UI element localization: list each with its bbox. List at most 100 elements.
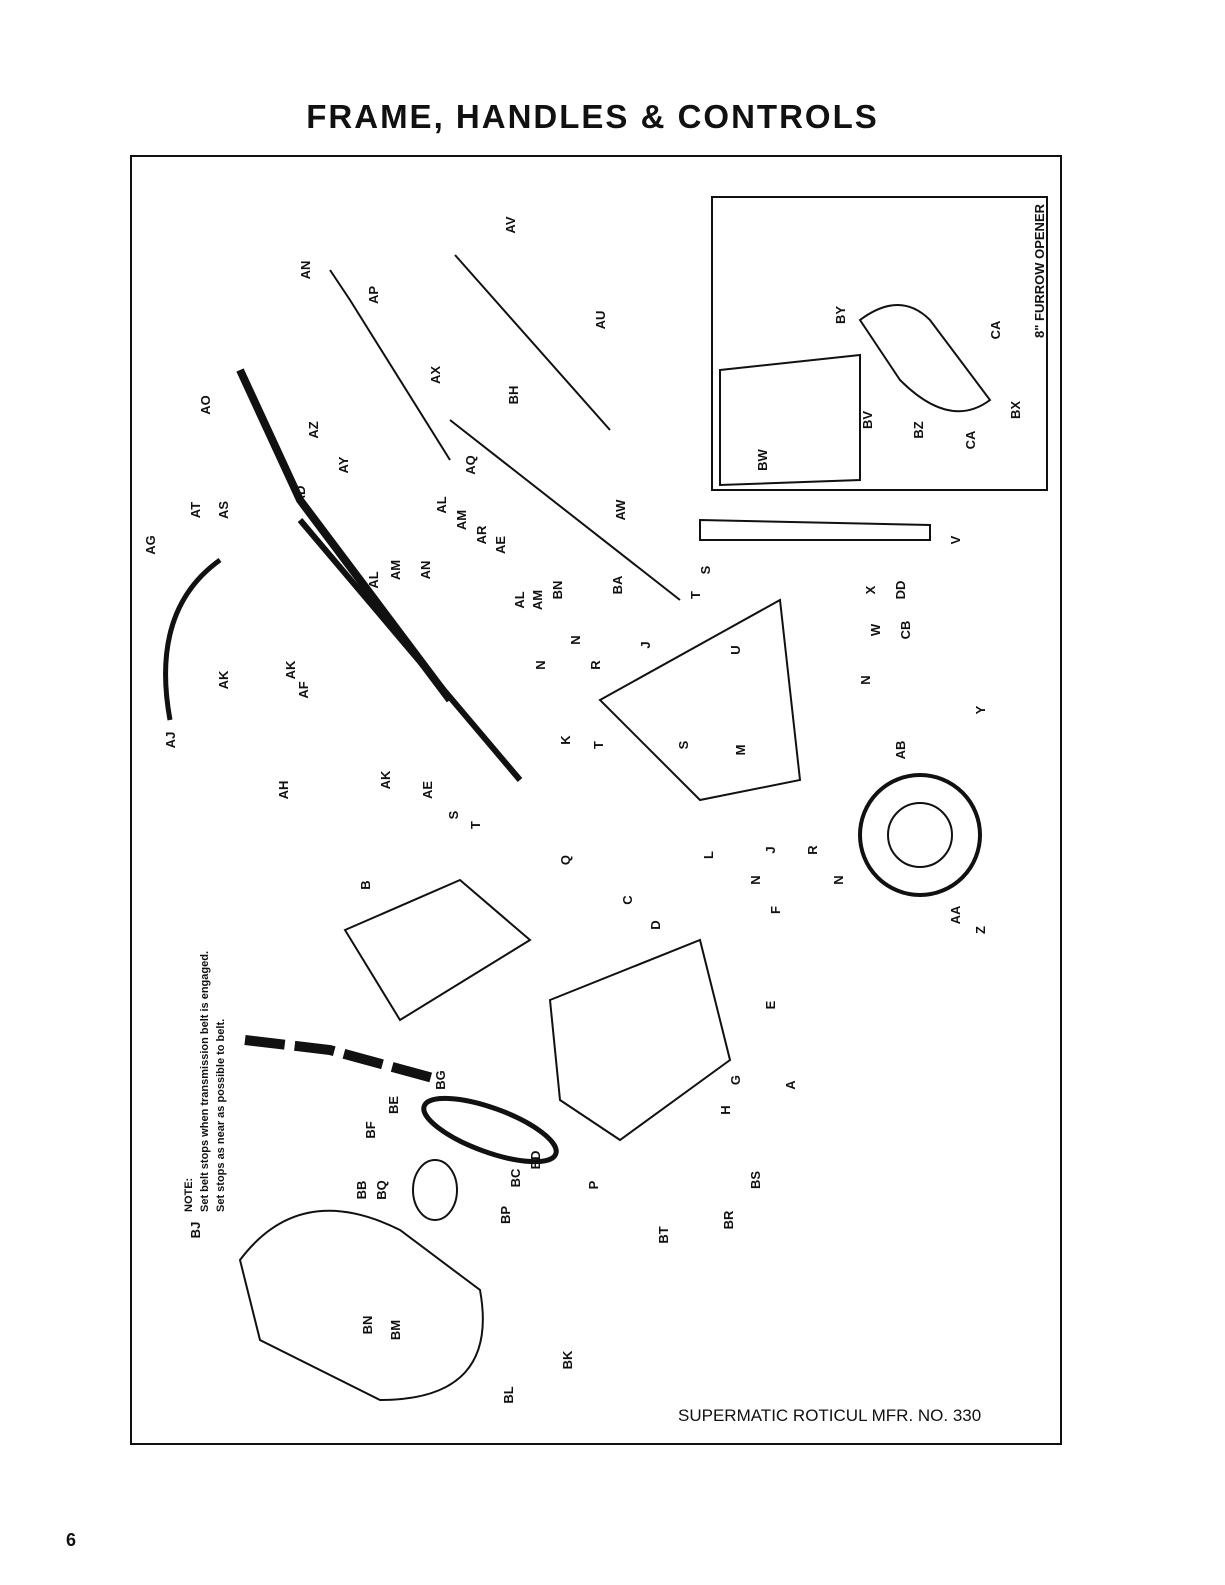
- part-label-b: B: [358, 880, 373, 889]
- part-label-bx: BX: [1008, 401, 1023, 419]
- part-label-n: N: [831, 875, 846, 884]
- rod-au: [454, 254, 611, 431]
- part-label-g: G: [728, 1075, 743, 1085]
- inset-title: 8" FURROW OPENER: [1032, 203, 1047, 338]
- part-label-ab: AB: [893, 741, 908, 760]
- part-label-bh: BH: [506, 386, 521, 405]
- part-label-s: S: [676, 740, 691, 749]
- part-label-bk: BK: [560, 1350, 575, 1369]
- part-label-bn: BN: [360, 1316, 375, 1335]
- part-label-bq: BQ: [374, 1180, 389, 1200]
- part-label-aa: AA: [948, 905, 963, 924]
- furrow-opener-inset-box: [711, 196, 1048, 491]
- part-label-ax: AX: [428, 366, 443, 384]
- part-label-cb: CB: [898, 621, 913, 640]
- part-label-bn: BN: [550, 581, 565, 600]
- part-label-bc: BC: [508, 1168, 523, 1187]
- part-label-x: X: [863, 585, 878, 594]
- part-label-e: E: [763, 1000, 778, 1009]
- part-label-bv: BV: [860, 411, 875, 429]
- part-label-c: C: [620, 895, 635, 905]
- part-label-p: P: [586, 1180, 601, 1189]
- belt-guard-b: [343, 878, 532, 1022]
- part-label-bs: BS: [748, 1171, 763, 1189]
- part-label-ca: CA: [963, 430, 978, 449]
- part-label-j: J: [763, 846, 778, 853]
- part-label-f: F: [768, 906, 783, 914]
- part-label-aq: AQ: [463, 455, 478, 475]
- part-label-t: T: [468, 821, 483, 829]
- part-label-r: R: [588, 660, 603, 670]
- part-label-n: N: [568, 635, 583, 644]
- part-label-ae: AE: [493, 536, 508, 554]
- diagram-frame: [130, 155, 1062, 1445]
- belt-bg: [421, 1095, 559, 1165]
- part-label-v: V: [948, 535, 963, 544]
- model-footer: SUPERMATIC ROTICUL MFR. NO. 330: [678, 1406, 982, 1425]
- part-label-av: AV: [503, 216, 518, 233]
- part-label-bt: BT: [656, 1226, 671, 1243]
- part-label-al: AL: [434, 496, 449, 513]
- part-label-dd: DD: [893, 581, 908, 600]
- part-label-aj: AJ: [163, 732, 178, 749]
- furrow-shovel: [858, 304, 992, 413]
- part-label-am: AM: [530, 590, 545, 610]
- part-label-by: BY: [833, 306, 848, 324]
- cable-aj: [163, 557, 222, 721]
- part-label-be: BE: [386, 1096, 401, 1114]
- engine-bj: [238, 1209, 484, 1402]
- part-label-n: N: [748, 875, 763, 884]
- rod-aw: [449, 419, 681, 601]
- part-label-br: BR: [721, 1210, 736, 1229]
- part-label-bp: BP: [498, 1206, 513, 1224]
- frame-bracket: [598, 598, 802, 802]
- wheel-hub: [887, 802, 953, 868]
- part-label-u: U: [728, 645, 743, 654]
- part-label-ad: AD: [293, 486, 308, 505]
- page-title: FRAME, HANDLES & CONTROLS: [306, 98, 879, 135]
- part-label-az: AZ: [306, 421, 321, 438]
- part-label-am: AM: [388, 560, 403, 580]
- part-label-n: N: [858, 675, 873, 684]
- furrow-bracket: [719, 353, 861, 487]
- handle-tube: [297, 518, 523, 782]
- part-label-af: AF: [296, 681, 311, 698]
- part-label-ba: BA: [610, 575, 625, 594]
- part-label-ao: AO: [198, 395, 213, 415]
- part-label-r: R: [805, 845, 820, 855]
- part-label-ae: AE: [420, 781, 435, 799]
- part-label-s: S: [698, 565, 713, 574]
- part-label-ca: CA: [988, 320, 1003, 339]
- part-label-at: AT: [188, 502, 203, 518]
- part-label-ay: AY: [336, 456, 351, 473]
- part-label-an: AN: [418, 561, 433, 580]
- part-label-ak: AK: [378, 770, 393, 789]
- part-label-bl: BL: [501, 1386, 516, 1403]
- part-label-z: Z: [973, 926, 988, 934]
- wheel: [858, 773, 982, 897]
- part-label-bm: BM: [388, 1320, 403, 1340]
- part-label-bj: BJ: [188, 1222, 203, 1239]
- part-label-t: T: [591, 741, 606, 749]
- part-label-w: W: [868, 623, 883, 636]
- control-rod: [329, 269, 451, 461]
- adjust-bar: [699, 518, 931, 541]
- part-label-bz: BZ: [911, 421, 926, 438]
- part-label-h: H: [718, 1105, 733, 1114]
- part-label-bf: BF: [363, 1121, 378, 1138]
- part-label-j: J: [638, 641, 653, 648]
- part-label-t: T: [688, 591, 703, 599]
- part-label-bw: BW: [755, 448, 770, 470]
- part-label-n: N: [533, 660, 548, 669]
- part-label-l: L: [701, 851, 716, 859]
- part-label-q: Q: [558, 855, 573, 865]
- part-label-ar: AR: [474, 525, 489, 544]
- part-label-an: AN: [298, 261, 313, 280]
- part-label-aw: AW: [613, 499, 628, 521]
- note-heading: NOTE:: [183, 1177, 195, 1212]
- part-label-ap: AP: [366, 286, 381, 304]
- part-label-as: AS: [216, 501, 231, 519]
- part-label-ak: AK: [283, 660, 298, 679]
- housing-a: [548, 938, 732, 1142]
